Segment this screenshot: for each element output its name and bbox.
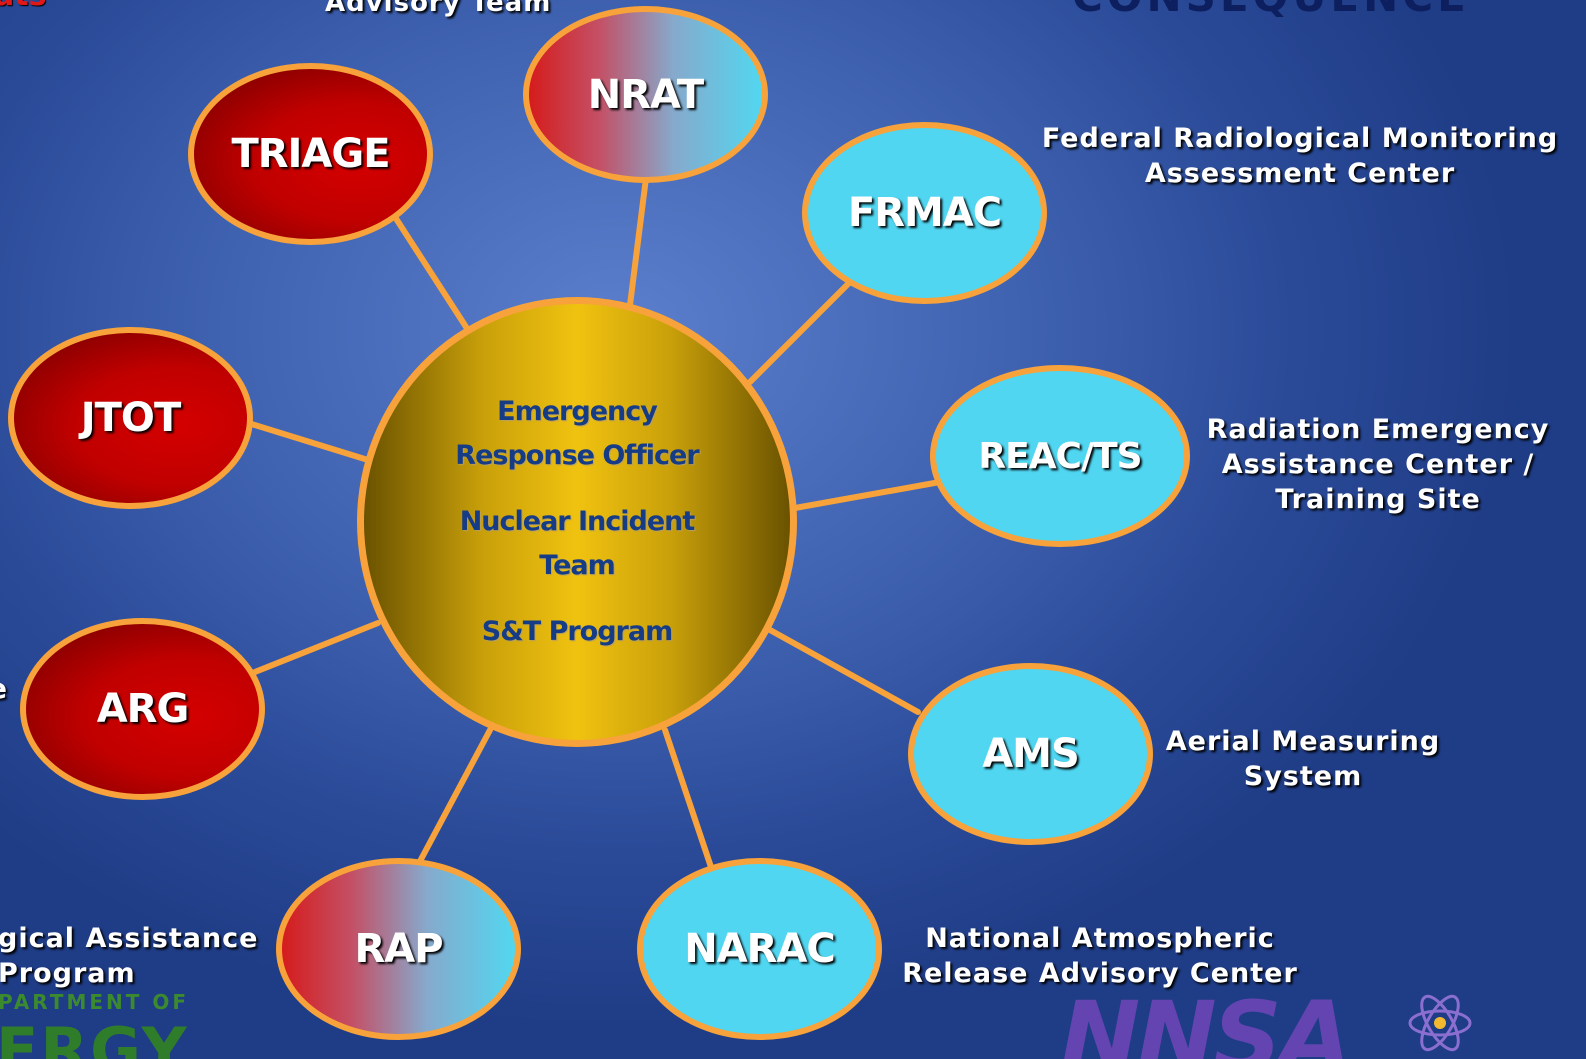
center-line-st-program: S&T Program: [481, 616, 673, 647]
node-rap: RAP: [276, 858, 521, 1040]
ams-caption-line1: Aerial Measuring: [1165, 726, 1441, 757]
node-ams: AMS: [908, 663, 1153, 845]
node-narac: NARAC: [637, 858, 882, 1040]
reacts-caption-line1: Radiation Emergency: [1206, 414, 1550, 445]
center-hub: Emergency Response Officer Nuclear Incid…: [357, 297, 797, 747]
nrat-caption-partial: Advisory Team: [325, 0, 552, 18]
rap-caption: gical Assistance Program: [0, 921, 259, 991]
center-line-response-officer: Response Officer: [455, 440, 699, 471]
node-jtot-label: JTOT: [80, 395, 181, 441]
node-reacts: REAC/TS: [930, 365, 1190, 547]
node-frmac: FRMAC: [802, 122, 1047, 304]
node-arg-label: ARG: [96, 686, 190, 732]
node-nrat-label: NRAT: [587, 71, 704, 118]
node-nrat: NRAT: [523, 6, 768, 183]
atom-icon: [1408, 994, 1472, 1052]
node-frmac-label: FRMAC: [847, 190, 1002, 236]
node-arg: ARG: [20, 618, 265, 800]
doe-logo-line1: PARTMENT OF: [0, 990, 190, 1014]
connector-reacts: [792, 479, 943, 511]
node-triage: TRIAGE: [188, 63, 433, 245]
doe-logo-line2: ERGY: [0, 1014, 189, 1059]
top-right-partial-heading: CONSEQUENCE: [1072, 0, 1470, 21]
narac-caption-line1: National Atmospheric: [925, 923, 1275, 954]
center-line-emergency: Emergency: [497, 396, 658, 427]
left-edge-partial-text: e: [0, 672, 7, 705]
doe-logo: PARTMENT OF ERGY: [0, 990, 240, 1059]
center-line-team: Team: [539, 550, 615, 581]
reacts-caption-line2: Assistance Center /: [1221, 449, 1535, 480]
rap-caption-line2: Program: [0, 958, 136, 989]
node-jtot: JTOT: [8, 327, 253, 509]
connector-triage: [392, 214, 471, 333]
connector-rap: [415, 727, 493, 868]
frmac-caption-line1: Federal Radiological Monitoring: [1041, 123, 1559, 154]
node-reacts-label: REAC/TS: [978, 435, 1142, 477]
connector-frmac: [747, 279, 853, 385]
node-triage-label: TRIAGE: [231, 131, 390, 177]
connector-jtot: [242, 419, 371, 463]
connector-narac: [662, 727, 715, 873]
ams-caption-line2: System: [1243, 761, 1363, 792]
ams-caption: Aerial Measuring System: [1162, 724, 1444, 794]
narac-caption: National Atmospheric Release Advisory Ce…: [894, 921, 1306, 991]
connector-nrat: [627, 167, 650, 308]
frmac-caption: Federal Radiological Monitoring Assessme…: [1036, 121, 1564, 191]
nnsa-logo-text: NNSA: [1060, 985, 1352, 1059]
node-rap-label: RAP: [354, 926, 443, 972]
rap-caption-line1: gical Assistance: [0, 923, 259, 954]
reacts-caption: Radiation Emergency Assistance Center / …: [1198, 412, 1558, 517]
narac-caption-line2: Release Advisory Center: [902, 958, 1298, 989]
connector-arg: [252, 620, 381, 675]
node-ams-label: AMS: [982, 731, 1080, 777]
connector-ams: [767, 627, 921, 715]
center-line-nuclear-incident: Nuclear Incident: [459, 506, 696, 537]
nnsa-logo: NNSA: [1060, 985, 1480, 1059]
node-narac-label: NARAC: [684, 926, 836, 972]
frmac-caption-line2: Assessment Center: [1144, 158, 1456, 189]
reacts-caption-line3: Training Site: [1275, 484, 1481, 515]
top-left-partial-text: ats: [0, 0, 46, 13]
